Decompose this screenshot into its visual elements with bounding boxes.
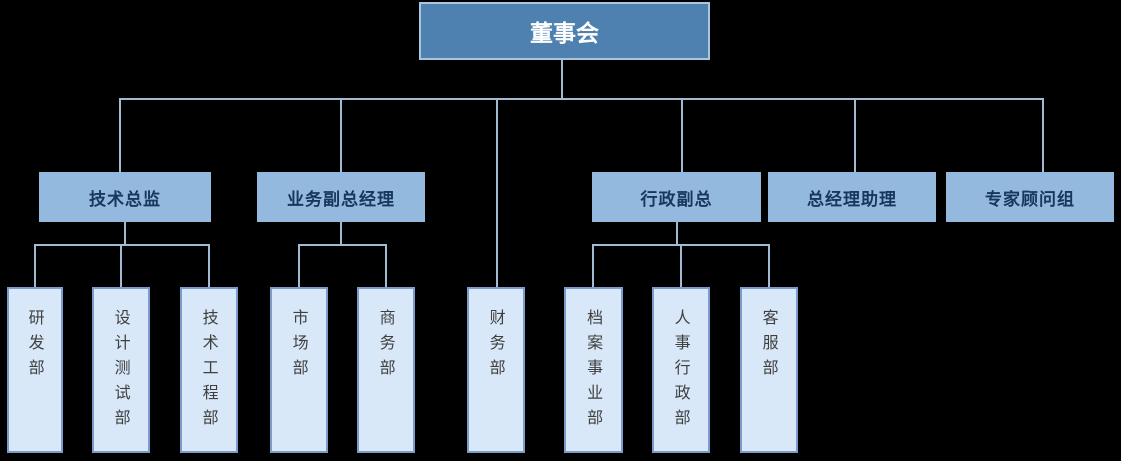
org-node-archives-dept[interactable]: 档案事业部 <box>564 287 623 453</box>
org-node-tech-director[interactable]: 技术总监 <box>39 172 211 222</box>
org-node-finance-dept[interactable]: 财务部 <box>467 287 525 453</box>
org-node-label: 财务部 <box>486 309 506 384</box>
org-node-label: 专家顾问组 <box>985 189 1075 210</box>
org-node-tech-engineering-dept[interactable]: 技术工程部 <box>180 287 238 453</box>
org-node-label: 商务部 <box>376 309 396 384</box>
org-node-business-deputy-gm[interactable]: 业务副总经理 <box>257 172 425 222</box>
org-node-label: 市场部 <box>289 309 309 384</box>
org-node-admin-deputy[interactable]: 行政副总 <box>592 172 761 222</box>
org-node-label: 行政副总 <box>640 189 713 210</box>
org-node-label: 技术总监 <box>89 189 161 210</box>
org-node-expert-advisory-group[interactable]: 专家顾问组 <box>946 172 1114 222</box>
org-node-design-test-dept[interactable]: 设计测试部 <box>92 287 150 453</box>
org-node-label: 客服部 <box>759 309 779 384</box>
org-node-label: 技术工程部 <box>199 309 219 434</box>
org-node-hr-admin-dept[interactable]: 人事行政部 <box>652 287 710 453</box>
org-node-board[interactable]: 董事会 <box>419 2 710 60</box>
org-node-label: 董事会 <box>530 21 599 47</box>
org-node-gm-assistant[interactable]: 总经理助理 <box>768 172 936 222</box>
org-node-label: 总经理助理 <box>807 189 897 210</box>
org-node-marketing-dept[interactable]: 市场部 <box>270 287 328 453</box>
org-node-label: 业务副总经理 <box>287 189 395 210</box>
org-node-customer-service-dept[interactable]: 客服部 <box>740 287 798 453</box>
org-node-label: 人事行政部 <box>671 309 691 434</box>
org-node-rd-dept[interactable]: 研发部 <box>7 287 63 453</box>
org-node-label: 档案事业部 <box>584 309 604 434</box>
org-node-business-dept[interactable]: 商务部 <box>357 287 415 453</box>
org-node-label: 研发部 <box>25 309 45 384</box>
org-node-label: 设计测试部 <box>111 309 131 434</box>
